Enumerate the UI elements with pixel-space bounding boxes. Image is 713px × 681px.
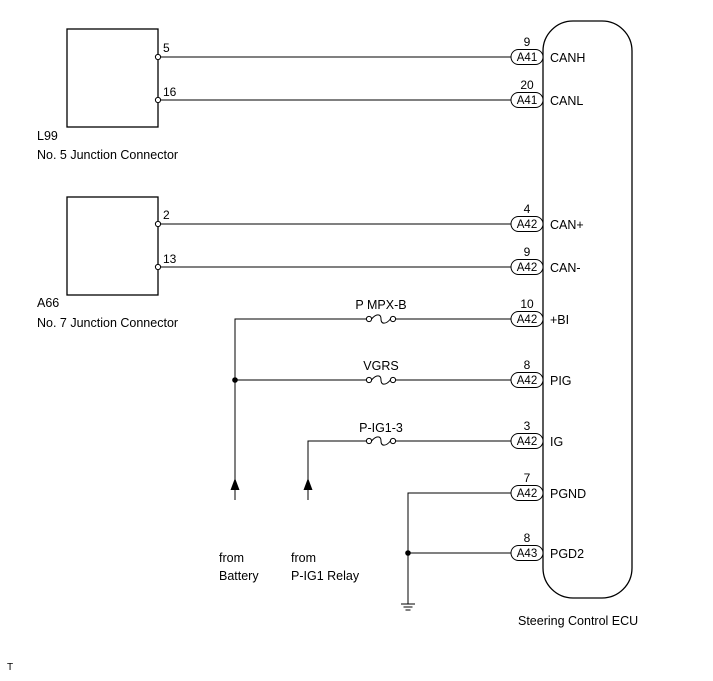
junction-connector-a66-id: A66 [37, 296, 59, 310]
pin-dot [154, 263, 162, 271]
junction-pin-label: 16 [163, 85, 177, 99]
pin-dot [154, 53, 162, 61]
terminal-pin-number: 3 [524, 419, 531, 433]
terminal-signal: CAN+ [550, 218, 584, 232]
pin-dot [154, 220, 162, 228]
fuse-label: VGRS [363, 359, 398, 373]
connector-id: A43 [517, 548, 537, 560]
connector-id: A41 [517, 52, 537, 64]
ecu-body [542, 20, 633, 599]
terminal-signal: CANL [550, 94, 583, 108]
fuse-icon [365, 436, 397, 446]
connector-id: A42 [517, 436, 537, 448]
ecu-label: Steering Control ECU [518, 614, 638, 628]
ecu-terminals: A419CANHA4120CANLA424CAN+A429CAN-A4210+B… [510, 35, 586, 561]
terminal-signal: CAN- [550, 261, 581, 275]
arrow-up-icon [230, 478, 240, 490]
connector-pill [510, 311, 544, 327]
fuse-label: P-IG1-3 [359, 421, 403, 435]
terminal-pin-number: 10 [520, 297, 534, 311]
splice-dot [405, 550, 411, 556]
wire-battery [234, 318, 366, 500]
terminal-signal: IG [550, 435, 563, 449]
terminal-signal: +BI [550, 313, 569, 327]
terminal-signal: PGD2 [550, 547, 584, 561]
connector-pill [510, 433, 544, 449]
terminal-pin-number: 8 [524, 358, 531, 372]
wire-ig-relay [307, 440, 366, 500]
terminal-pin-number: 7 [524, 471, 531, 485]
junction-connector-l99-name: No. 5 Junction Connector [37, 148, 178, 162]
fuse-icon [365, 314, 397, 324]
terminal-pin-number: 8 [524, 531, 531, 545]
ground-icon [401, 603, 415, 611]
source-battery-line1: from [219, 551, 244, 565]
terminal-signal: PGND [550, 487, 586, 501]
source-relay-line1: from [291, 551, 316, 565]
connector-id: A42 [517, 375, 537, 387]
connector-pill [510, 372, 544, 388]
connector-pill [510, 545, 544, 561]
terminal-signal: PIG [550, 374, 572, 388]
fuse-label: P MPX-B [355, 298, 406, 312]
arrow-up-icon [303, 478, 313, 490]
terminal-pin-number: 9 [524, 35, 531, 49]
terminal-signal: CANH [550, 51, 585, 65]
connector-id: A42 [517, 314, 537, 326]
corner-mark: T [7, 662, 13, 673]
connector-id: A42 [517, 262, 537, 274]
wire-pgnd [407, 492, 511, 604]
connector-pill [510, 485, 544, 501]
terminal-pin-number: 20 [520, 78, 534, 92]
junction-pin-label: 2 [163, 208, 170, 222]
connector-id: A41 [517, 95, 537, 107]
junction-connector-a66-box [66, 196, 159, 296]
junction-pin-label: 13 [163, 252, 177, 266]
junction-pin-label: 5 [163, 41, 170, 55]
terminal-pin-number: 9 [524, 245, 531, 259]
fuse-icon [365, 375, 397, 385]
terminal-pin-number: 4 [524, 202, 531, 216]
source-battery-line2: Battery [219, 569, 259, 583]
connector-pill [510, 92, 544, 108]
connector-pill [510, 216, 544, 232]
splice-dot [232, 377, 238, 383]
connector-pill [510, 49, 544, 65]
connector-id: A42 [517, 488, 537, 500]
pin-dot [154, 96, 162, 104]
source-relay-line2: P-IG1 Relay [291, 569, 360, 583]
junction-connector-l99-box [66, 28, 159, 128]
connector-id: A42 [517, 219, 537, 231]
junction-connector-l99-id: L99 [37, 129, 58, 143]
junction-connector-a66-name: No. 7 Junction Connector [37, 316, 178, 330]
connector-pill [510, 259, 544, 275]
